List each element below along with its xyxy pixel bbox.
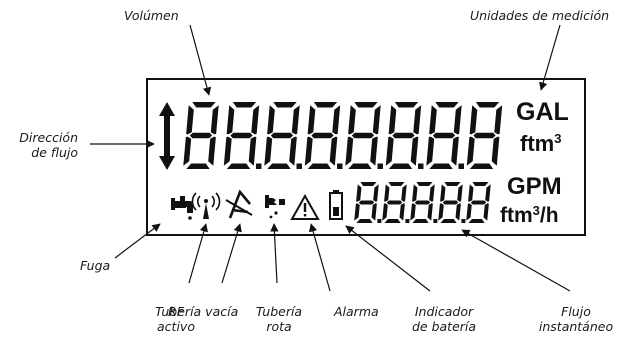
flow-digit [382,182,410,223]
flow-digits [354,182,491,223]
label-leak: Fuga [80,258,111,273]
flow-digit [354,182,382,223]
label-rf-active: RF activo [146,304,206,334]
label-flow-direction-line2: de flujo [31,145,78,160]
label-flow-line1: Flujo [561,304,591,319]
rf-antenna-icon [191,192,221,219]
flow-unit-gpm: GPM [507,173,562,200]
volume-digit [264,102,302,169]
label-battery-line1: Indicador [414,304,474,319]
volume-digit [385,102,424,169]
volume-digit [345,102,383,169]
flow-unit-per-hour: /h [539,204,559,227]
volume-digits [183,102,503,169]
label-broken-pipe: Tubería rota [250,304,308,334]
flow-direction-arrow-icon [159,102,175,170]
volume-digit [304,102,343,169]
label-instant-flow: Flujo instantáneo [528,304,624,334]
flow-digit [410,182,438,223]
leak-faucet-icon [171,196,193,220]
broken-pipe-icon [265,195,285,219]
flow-unit-cube-sup: 3 [532,203,540,218]
label-battery: Indicador de batería [400,304,488,334]
label-broken-pipe-line2: rota [266,319,292,334]
lcd-frame [146,78,586,236]
volume-unit-gal: GAL [516,98,569,126]
battery-icon [329,190,343,220]
label-volume: Volúmen [124,8,179,23]
label-battery-line2: de batería [411,319,477,334]
callout-lines [90,24,571,292]
volume-digit [223,102,262,169]
alarm-warning-icon [290,193,320,220]
label-units: Unidades de medición [470,8,610,23]
volume-digit [466,102,503,169]
label-rf-line1: RF [168,304,184,319]
label-rf-line2: activo [157,319,195,334]
label-flow-direction-line1: Dirección [19,130,78,145]
volume-digit [426,102,464,169]
label-flow-direction: Dirección de flujo [2,130,78,160]
flow-unit-ftm-text: ftm [500,204,533,227]
label-empty-pipe: Tubería vacía [155,304,239,319]
flow-digit [438,182,466,223]
flow-digit [466,182,491,223]
volume-unit-cube-sup: 3 [554,131,562,146]
volume-digit [183,102,219,169]
label-alarm: Alarma [334,304,379,319]
label-flow-line2: instantáneo [538,319,614,334]
empty-pipe-icon [225,189,253,219]
flow-unit-ftm3h: ftm3/h [500,203,559,227]
label-broken-pipe-line1: Tubería [255,304,303,319]
volume-unit-ftm-text: ftm [520,131,555,156]
volume-unit-ftm3: ftm3 [520,131,562,156]
